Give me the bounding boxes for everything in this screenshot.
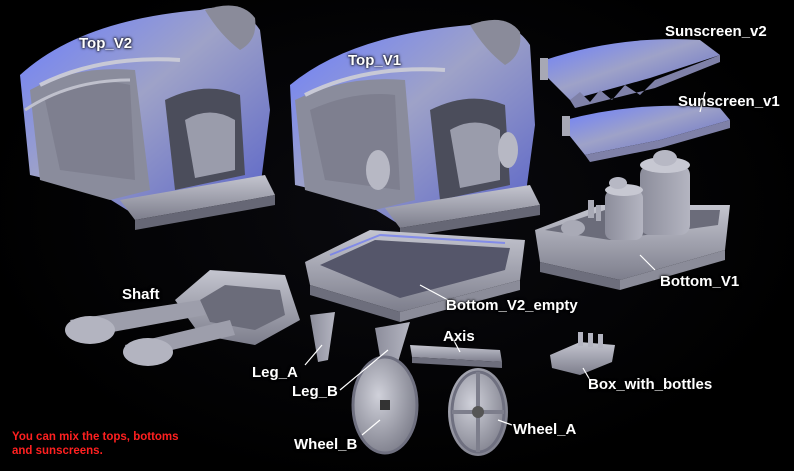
sunscreen-v1-model bbox=[562, 105, 730, 162]
label-axis: Axis bbox=[443, 328, 475, 345]
leg-a-model bbox=[310, 312, 335, 362]
note-line-2: and sunscreens. bbox=[12, 445, 103, 457]
label-leg-b: Leg_B bbox=[292, 383, 338, 400]
label-top-v1: Top_V1 bbox=[348, 52, 402, 69]
bottom-v2-empty-model bbox=[305, 230, 525, 322]
axis-model bbox=[410, 345, 502, 368]
label-sunscreen-v2: Sunscreen_v2 bbox=[665, 23, 767, 40]
label-wheel-a: Wheel_A bbox=[513, 421, 577, 438]
leader-lines bbox=[304, 91, 706, 436]
sunscreen-v2-model bbox=[540, 39, 720, 108]
label-bottom-v2-empty: Bottom_V2_empty bbox=[446, 297, 578, 314]
label-wheel-b: Wheel_B bbox=[294, 436, 358, 453]
label-top-v2: Top_V2 bbox=[79, 35, 133, 52]
label-shaft: Shaft bbox=[122, 286, 160, 303]
label-box-with-bottles: Box_with_bottles bbox=[588, 376, 713, 393]
bottom-v1-model bbox=[535, 150, 730, 290]
top-v2-model bbox=[20, 5, 275, 230]
label-leg-a: Leg_A bbox=[252, 364, 298, 381]
label-sunscreen-v1: Sunscreen_v1 bbox=[678, 93, 780, 110]
box-with-bottles-model bbox=[550, 332, 615, 375]
note-line-1: You can mix the tops, bottoms bbox=[12, 431, 179, 443]
mix-parts-note: You can mix the tops, bottoms and sunscr… bbox=[12, 430, 212, 458]
wheel-a-model bbox=[448, 368, 508, 456]
label-bottom-v1: Bottom_V1 bbox=[660, 273, 740, 290]
shaft-model bbox=[65, 270, 300, 366]
top-v1-model bbox=[290, 19, 540, 238]
